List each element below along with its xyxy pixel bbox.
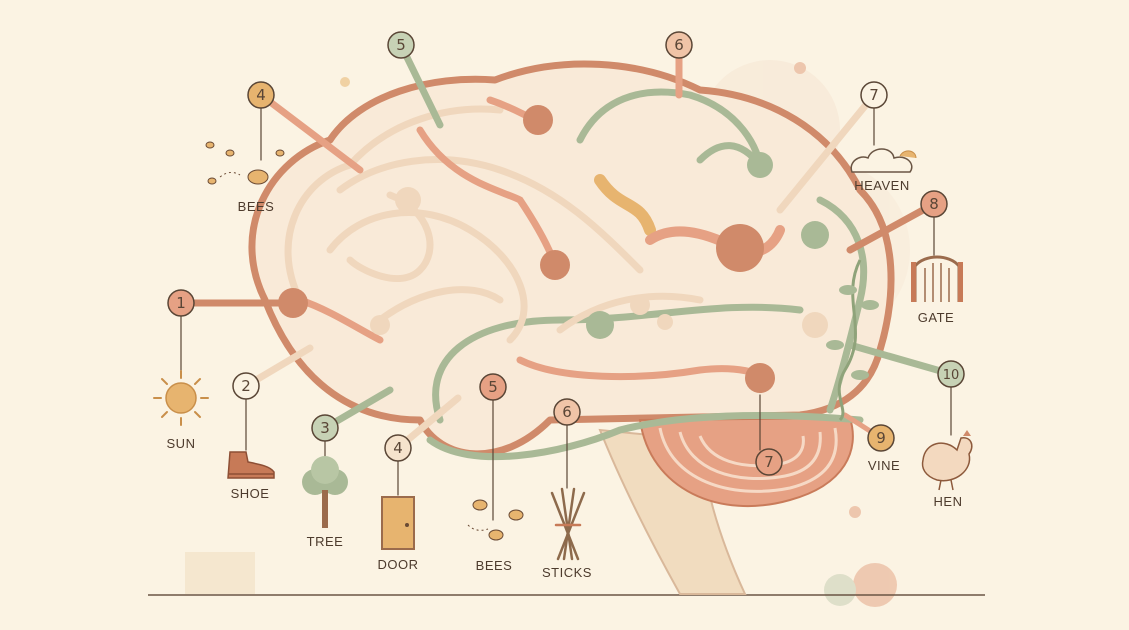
marker-7-top-circle — [860, 81, 888, 109]
marker-7-top-number: 7 — [869, 86, 879, 104]
marker-8-circle — [920, 190, 948, 218]
marker-6-circle — [553, 398, 581, 426]
sticks-icon — [550, 487, 586, 561]
marker-6-number: 6 — [562, 403, 572, 421]
marker-1-number: 1 — [176, 294, 186, 312]
shoe-icon — [227, 451, 275, 479]
sun-icon — [153, 370, 209, 426]
tree-icon — [302, 456, 348, 528]
label-hen: HEN — [934, 494, 963, 509]
marker-5-circle — [479, 373, 507, 401]
marker-leader-lines — [177, 41, 955, 521]
cloud-icon — [850, 148, 917, 173]
label-shoe: SHOE — [231, 486, 270, 501]
hen-icon — [921, 430, 973, 491]
label-bees: BEES — [476, 558, 513, 573]
marker-3-number: 3 — [320, 419, 330, 437]
marker-9-number: 9 — [876, 429, 886, 447]
marker-5-top-number: 5 — [396, 36, 406, 54]
marker-3-circle — [311, 414, 339, 442]
maze-nodes — [278, 105, 829, 393]
marker-10-number: 10 — [943, 368, 960, 383]
label-bees-top: BEES — [238, 199, 275, 214]
label-tree: TREE — [307, 534, 344, 549]
marker-7-circle — [755, 448, 783, 476]
marker-5-number: 5 — [488, 378, 498, 396]
label-door: DOOR — [378, 557, 419, 572]
marker-4-number: 4 — [393, 439, 403, 457]
marker-1-circle — [167, 289, 195, 317]
marker-2-number: 2 — [241, 377, 251, 395]
label-sun: SUN — [167, 436, 196, 451]
marker-10-circle — [937, 360, 965, 388]
marker-circles — [167, 31, 965, 476]
bees-icon — [205, 141, 285, 185]
marker-4-top-number: 4 — [256, 86, 266, 104]
gate-icon — [911, 255, 963, 302]
cerebellum — [638, 416, 854, 508]
label-vine: VINE — [868, 458, 900, 473]
marker-4-circle — [384, 434, 412, 462]
marker-9-circle — [867, 424, 895, 452]
label-gate: GATE — [918, 310, 954, 325]
door-icon — [381, 496, 415, 550]
marker-7-number: 7 — [764, 453, 774, 471]
label-sticks: STICKS — [542, 565, 592, 580]
marker-6-top-number: 6 — [674, 36, 684, 54]
marker-4-top-circle — [247, 81, 275, 109]
bees-icon — [467, 499, 524, 541]
vine-icon — [826, 259, 879, 422]
label-heaven: HEAVEN — [854, 178, 910, 193]
marker-2-circle — [232, 372, 260, 400]
marker-5-top-circle — [387, 31, 415, 59]
marker-6-top-circle — [665, 31, 693, 59]
marker-8-number: 8 — [929, 195, 939, 213]
